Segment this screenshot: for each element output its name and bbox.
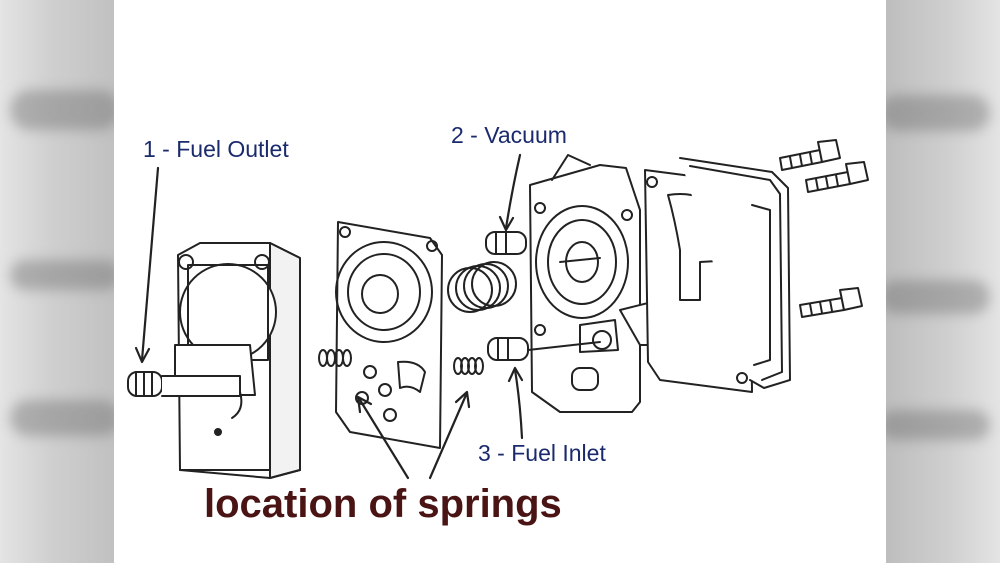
- bolt-top: [779, 139, 841, 171]
- large-spring: [447, 261, 517, 313]
- fuel-outlet-label: 1 - Fuel Outlet: [143, 136, 289, 162]
- springs-caption: location of springs: [204, 482, 562, 526]
- blurred-background-right: [870, 0, 1000, 563]
- vacuum-label: 2 - Vacuum: [451, 122, 567, 148]
- spring-left: [318, 349, 352, 367]
- rear-gasket: [679, 157, 791, 389]
- pump-main-body: [529, 154, 717, 413]
- leader-arrows: [134, 153, 524, 480]
- fuel-outlet-nozzle: [127, 371, 241, 397]
- spring-right: [453, 357, 484, 375]
- vacuum-nozzle: [485, 231, 527, 255]
- diaphragm-plate: [335, 221, 443, 449]
- bolt-bottom: [799, 287, 863, 318]
- blurred-background-left: [0, 0, 130, 563]
- fuel-inlet-label: 3 - Fuel Inlet: [478, 440, 606, 466]
- outlet-housing: [174, 242, 301, 479]
- fuel-inlet-nozzle: [487, 337, 601, 361]
- bolt-middle: [805, 161, 869, 193]
